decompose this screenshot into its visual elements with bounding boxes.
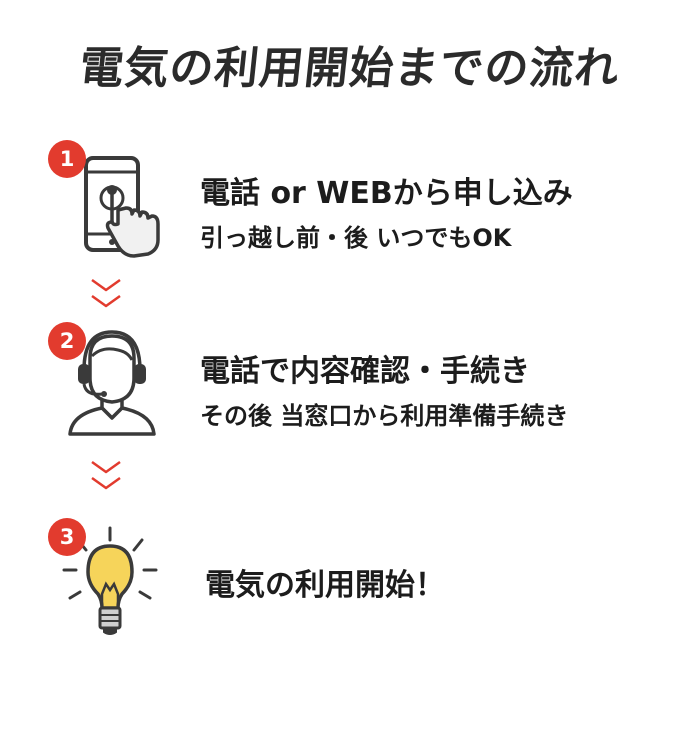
step-number-badge: 3 [48, 518, 86, 556]
operator-headset-icon [68, 330, 156, 436]
step-title: 電話で内容確認・手続き [200, 354, 530, 389]
step-number-badge: 2 [48, 322, 86, 360]
step-description: 引っ越し前・後 いつでもOK [200, 224, 512, 252]
smartphone-touch-icon [84, 156, 160, 258]
step-number-badge: 1 [48, 140, 86, 178]
down-arrow-icon [91, 278, 121, 308]
step-title: 電話 or WEBから申し込み [200, 176, 573, 211]
step-description: その後 当窓口から利用準備手続き [200, 402, 569, 430]
lightbulb-icon [62, 526, 158, 635]
page-title: 電気の利用開始までの流れ [76, 43, 623, 94]
step-title: 電気の利用開始！ [205, 568, 445, 603]
down-arrow-icon [91, 460, 121, 490]
